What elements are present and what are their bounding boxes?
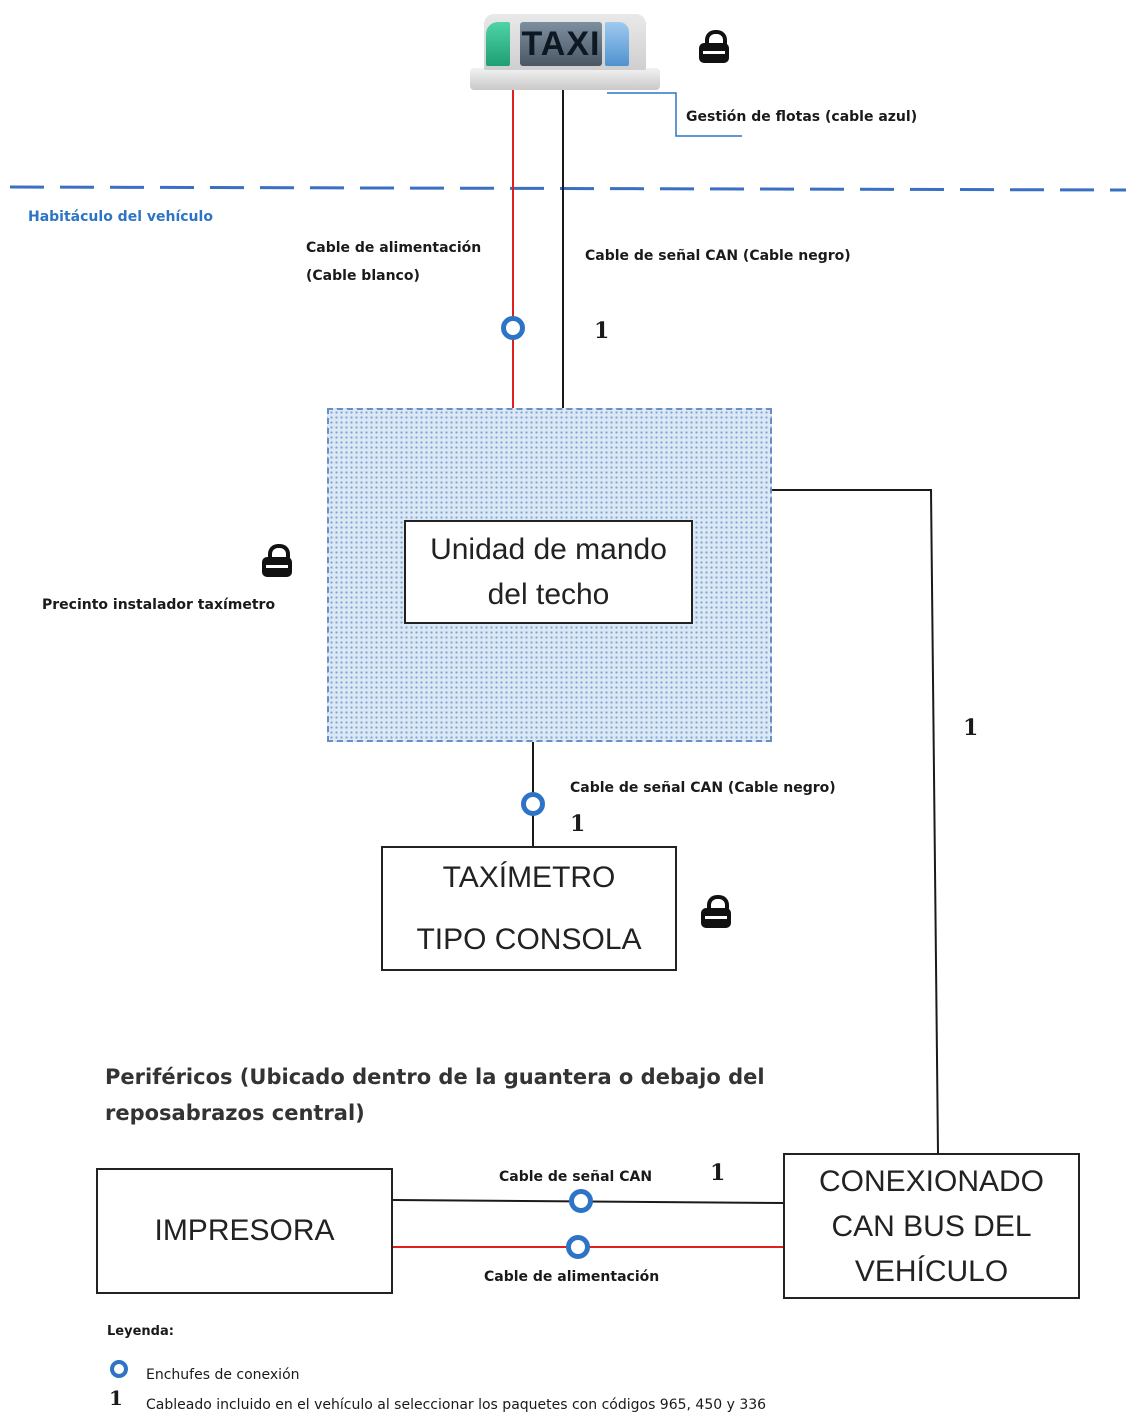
can-wire-right (770, 489, 939, 1154)
cabin-boundary-line (9, 185, 1126, 192)
taximeter-box: TAXÍMETRO TIPO CONSOLA (381, 846, 677, 971)
can-bus-title-line1: CONEXIONADO (818, 1164, 1045, 1198)
legend-number-text: Cableado incluido en el vehículo al sele… (146, 1397, 767, 1413)
roof-unit-title-line1: Unidad de mando (430, 533, 667, 566)
can-bus-title-line2: CAN BUS DEL (831, 1209, 1032, 1243)
legend-plug-text: Enchufes de conexión (146, 1367, 300, 1383)
included-wiring-marker: 1 (710, 1160, 726, 1186)
peripherals-heading-line2: reposabrazos central) (105, 1101, 365, 1125)
taxi-sign-plate: TAXI (520, 22, 602, 66)
seal-label: Precinto instalador taxímetro (42, 597, 276, 613)
roof-unit-area (327, 408, 772, 742)
can-bus-connection-box: CONEXIONADO CAN BUS DEL VEHÍCULO (783, 1153, 1080, 1299)
cabin-label: Habitáculo del vehículo (28, 209, 213, 225)
taxi-sign-green-light (486, 22, 510, 66)
power-cable-label-line2: (Cable blanco) (306, 268, 420, 284)
connection-plug-icon (566, 1235, 590, 1259)
fleet-management-label: Gestión de flotas (cable azul) (686, 109, 918, 125)
included-wiring-marker: 1 (594, 318, 610, 344)
connection-plug-icon (521, 792, 545, 816)
included-wiring-marker: 1 (963, 715, 979, 741)
taxi-roof-sign: TAXI (470, 8, 660, 90)
can-cable-label-mid: Cable de señal CAN (Cable negro) (570, 780, 836, 796)
power-cable-label-line1: Cable de alimentación (306, 240, 482, 256)
included-wiring-marker: 1 (570, 811, 586, 837)
legend-plug-icon (110, 1360, 128, 1378)
can-cable-label-top: Cable de señal CAN (Cable negro) (585, 248, 851, 264)
can-cable-label-bottom: Cable de señal CAN (499, 1169, 653, 1185)
taximeter-title-line2: TIPO CONSOLA (416, 922, 642, 956)
seal-lock-icon (701, 895, 731, 929)
taxi-sign-base (470, 68, 660, 90)
taxi-sign-blue-light (605, 22, 629, 66)
connection-plug-icon (569, 1189, 593, 1213)
legend-number: 1 (109, 1386, 123, 1410)
legend-title: Leyenda: (107, 1324, 174, 1339)
seal-lock-icon (262, 544, 292, 578)
roof-control-unit-box: Unidad de mando del techo (404, 520, 693, 624)
can-bus-title-line3: VEHÍCULO (854, 1254, 1009, 1288)
peripherals-heading-line1: Periféricos (Ubicado dentro de la guante… (105, 1065, 765, 1089)
printer-box: IMPRESORA (96, 1168, 393, 1294)
roof-unit-title-line2: del techo (487, 578, 610, 611)
seal-lock-icon (699, 30, 729, 64)
power-cable-label-bottom: Cable de alimentación (484, 1269, 660, 1285)
connection-plug-icon (501, 316, 525, 340)
taximeter-title-line1: TAXÍMETRO (442, 861, 616, 894)
fleet-wire (607, 92, 742, 137)
printer-title: IMPRESORA (154, 1214, 335, 1247)
